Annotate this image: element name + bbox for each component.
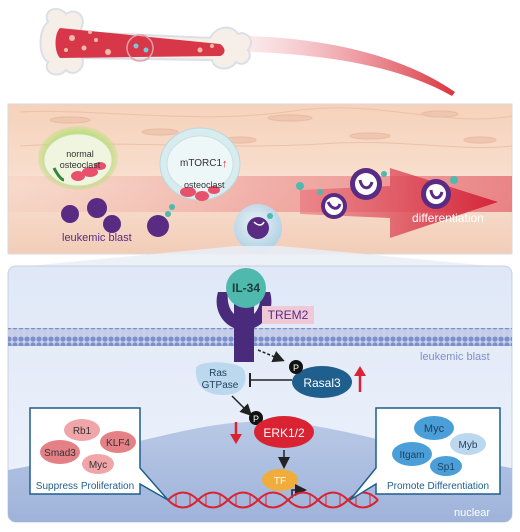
rasal3-phospho: P xyxy=(293,363,299,373)
smad3-label: Smad3 xyxy=(44,448,76,459)
normal-osteoclast-label-2: osteoclast xyxy=(60,160,101,170)
osteoclast-label: osteoclast xyxy=(184,180,225,190)
bone-zoom-circle xyxy=(126,34,154,62)
myc-suppress-label: Myc xyxy=(89,460,107,471)
bone-marrow xyxy=(55,28,225,58)
myb-protein xyxy=(450,433,486,455)
il34-ligand xyxy=(226,268,266,308)
trem2-tag xyxy=(262,306,314,324)
klf4-protein xyxy=(100,431,136,453)
normal-osteoclast: normal osteoclast xyxy=(38,126,118,190)
differentiating-cells xyxy=(296,168,458,219)
ras-to-erk-arrow xyxy=(231,395,253,417)
rasal3-label: Rasal3 xyxy=(303,376,341,390)
itgam-protein xyxy=(392,442,432,466)
klf4-label: KLF4 xyxy=(106,438,130,449)
myc-promote-protein xyxy=(414,416,454,440)
suppress-title: Suppress Proliferation xyxy=(36,481,134,492)
myb-label: Myb xyxy=(459,440,478,451)
il34-label: IL-34 xyxy=(232,281,260,295)
normal-osteoclast-label-1: normal xyxy=(66,149,94,159)
mtorc1-label: mTORC1 xyxy=(180,158,222,169)
differentiation-arrow xyxy=(300,168,498,238)
cell-membrane xyxy=(8,328,512,346)
cell-panel: nuclear leukemic blast IL-34 TREM2 P Ras… xyxy=(7,265,513,523)
tf-protein xyxy=(262,469,298,491)
rb1-label: Rb1 xyxy=(73,426,92,437)
bone-illustration xyxy=(39,7,455,96)
trem2-label: TREM2 xyxy=(268,308,309,322)
promote-title: Promote Differentiation xyxy=(387,481,489,492)
suppress-proliferation-callout: Rb1 KLF4 Smad3 Myc Suppress Proliferatio… xyxy=(29,407,169,501)
tf-label: TF xyxy=(274,476,286,487)
myc-promote-label: Myc xyxy=(424,423,445,435)
differentiation-label: differentiation xyxy=(412,211,484,225)
mtorc1-up-arrow: ↑ xyxy=(222,158,228,170)
sp1-label: Sp1 xyxy=(437,462,455,473)
rasal3-protein xyxy=(292,366,352,398)
membrane-label: leukemic blast xyxy=(420,351,490,363)
leukemic-blasts xyxy=(61,198,175,237)
zoom-connector xyxy=(8,246,512,268)
smad3-protein xyxy=(40,440,80,464)
leukemic-blast-label: leukemic blast xyxy=(62,232,132,244)
ras-gtpase xyxy=(195,362,246,395)
gtpase-label: GTPase xyxy=(202,380,239,391)
promote-differentiation-callout: Myc Myb Itgam Sp1 Promote Differentiatio… xyxy=(349,407,501,501)
trem2-to-rasal3-arrow xyxy=(257,349,285,363)
erk-protein xyxy=(254,416,314,448)
sp1-protein xyxy=(430,456,462,476)
highlight-blast xyxy=(234,204,282,252)
ras-label: Ras xyxy=(209,368,227,379)
mtorc1-osteoclast: mTORC1 ↑ osteoclast xyxy=(159,127,241,201)
rb1-protein xyxy=(64,419,100,441)
erk-phospho: P xyxy=(253,414,259,424)
erk-label: ERK1/2 xyxy=(263,426,305,440)
bone-marrow-panel: differentiation normal osteoclast mTORC1… xyxy=(7,103,513,255)
trem2-receptor xyxy=(216,292,272,362)
nuclear-label: nuclear xyxy=(454,507,490,519)
myc-suppress-protein xyxy=(82,454,114,474)
itgam-label: Itgam xyxy=(399,450,424,461)
dna-helix xyxy=(167,491,379,509)
